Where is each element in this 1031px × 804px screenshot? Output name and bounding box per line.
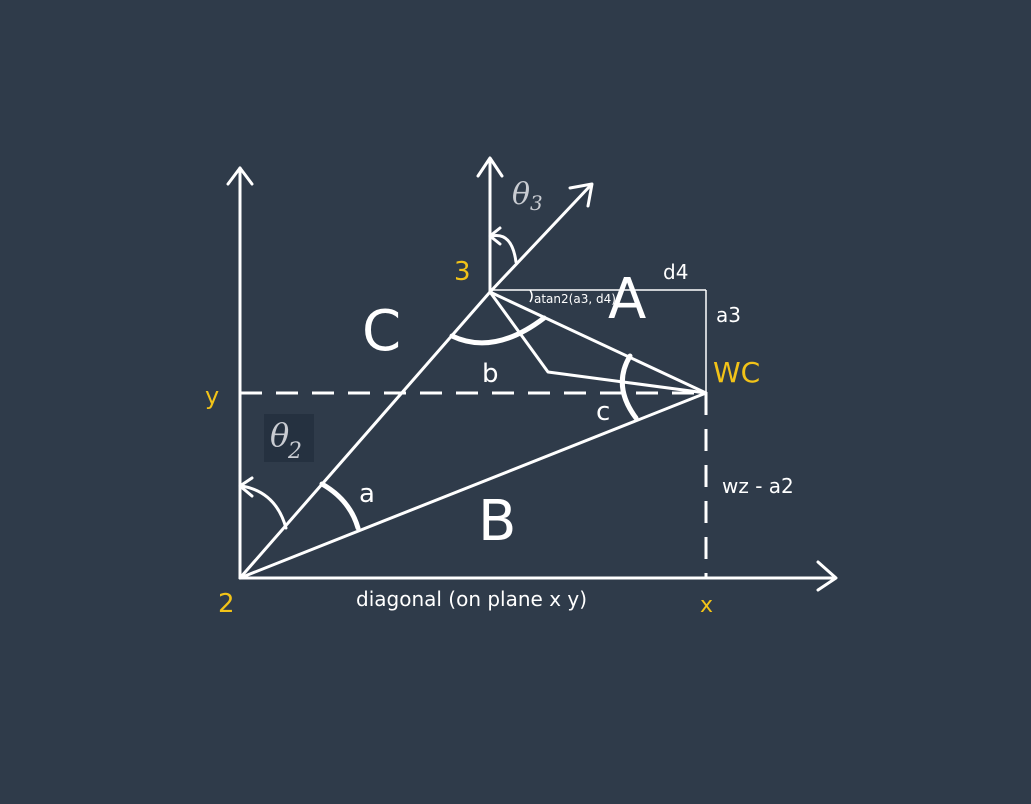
angle-b-arc [449,315,547,346]
theta3-symbol: θ [512,177,530,212]
joint3-vertical-arrowhead [476,156,504,178]
link-extension-arrowhead [568,182,594,208]
joint-2-label: 2 [218,589,235,619]
side-a-line [488,290,708,395]
x-axis-label: x [700,593,713,618]
y-axis-label: y [205,382,219,410]
theta3-subscript: 3 [530,191,543,215]
theta3-arc [490,234,518,264]
side-a-label: A [608,267,646,332]
joint-3-label: 3 [454,257,471,287]
angle-c-label: c [596,397,610,427]
theta2-subscript: 2 [287,439,302,464]
atan2-label: atan2(a3, d4) [534,292,616,306]
side-b-label: B [478,489,516,554]
theta2-arc [240,484,288,530]
side-c-line [238,290,492,580]
side-c-label: C [362,299,401,364]
side-b-line [238,391,708,580]
theta2-symbol: θ [270,416,289,454]
atan2-angle-arc [529,289,533,303]
d4-label: d4 [663,260,688,284]
angle-a-arc [319,481,361,531]
a3-label: a3 [716,303,741,327]
wz-minus-a2-label: wz - a2 [722,474,794,498]
angle-b-label: b [482,359,499,389]
diagonal-label: diagonal (on plane x y) [356,587,587,611]
angle-c-arc [619,353,639,421]
theta2-label-bg [264,414,314,462]
x-axis-arrowhead [816,560,838,592]
wrist-center-label: WC [713,356,760,389]
helper-line [488,290,708,395]
link-extension-line [488,184,592,294]
theta3-arc-arrowhead [488,226,502,246]
theta2-arc-arrowhead [238,476,254,498]
angle-a-label: a [359,479,375,509]
y-axis-arrowhead [226,166,254,186]
